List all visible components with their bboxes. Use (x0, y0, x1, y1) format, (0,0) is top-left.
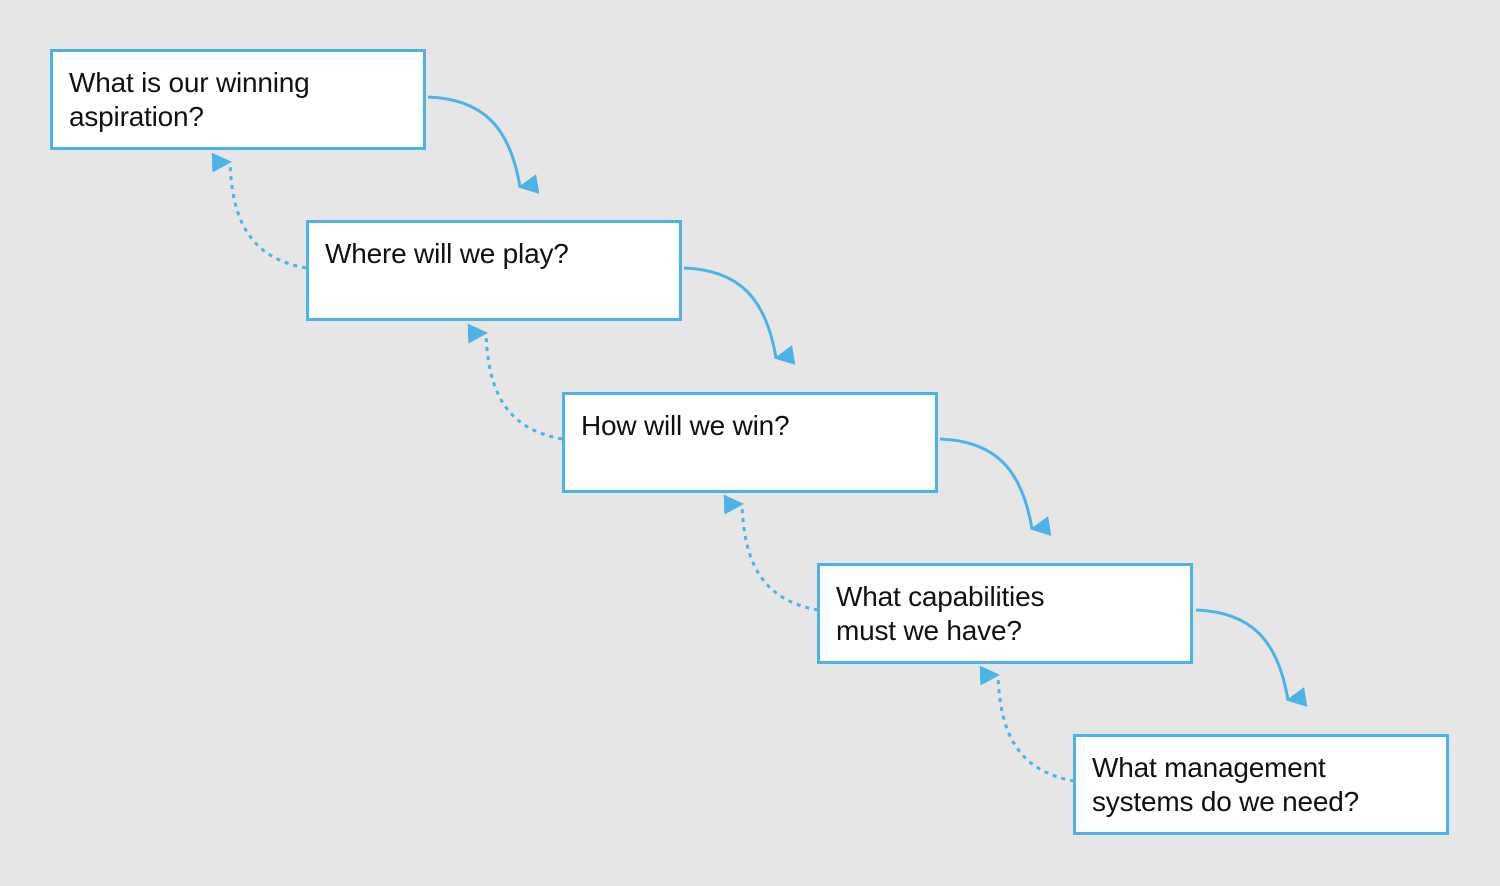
step-label: Where will we play? (325, 238, 569, 269)
connectors (211, 95, 1308, 783)
forward-arrow-1 (427, 95, 540, 194)
feedback-arrow-4 (979, 665, 1075, 783)
forward-arrow-2 (683, 266, 796, 365)
forward-arrow-4 (1195, 608, 1308, 707)
feedback-arrow-1 (211, 152, 307, 270)
forward-arrow-3 (939, 437, 1052, 536)
feedback-arrow-2 (467, 323, 563, 441)
feedback-arrow-3 (723, 494, 819, 612)
step-box-where-to-play: Where will we play? (306, 220, 682, 321)
step-label: What is our winning aspiration? (69, 67, 310, 132)
step-label: How will we win? (581, 410, 790, 441)
step-box-winning-aspiration: What is our winning aspiration? (50, 49, 426, 150)
step-label: What management systems do we need? (1092, 752, 1360, 817)
step-box-capabilities: What capabilities must we have? (817, 563, 1193, 664)
step-box-management-systems: What management systems do we need? (1073, 734, 1449, 835)
step-box-how-to-win: How will we win? (562, 392, 938, 493)
step-label: What capabilities must we have? (836, 581, 1045, 646)
